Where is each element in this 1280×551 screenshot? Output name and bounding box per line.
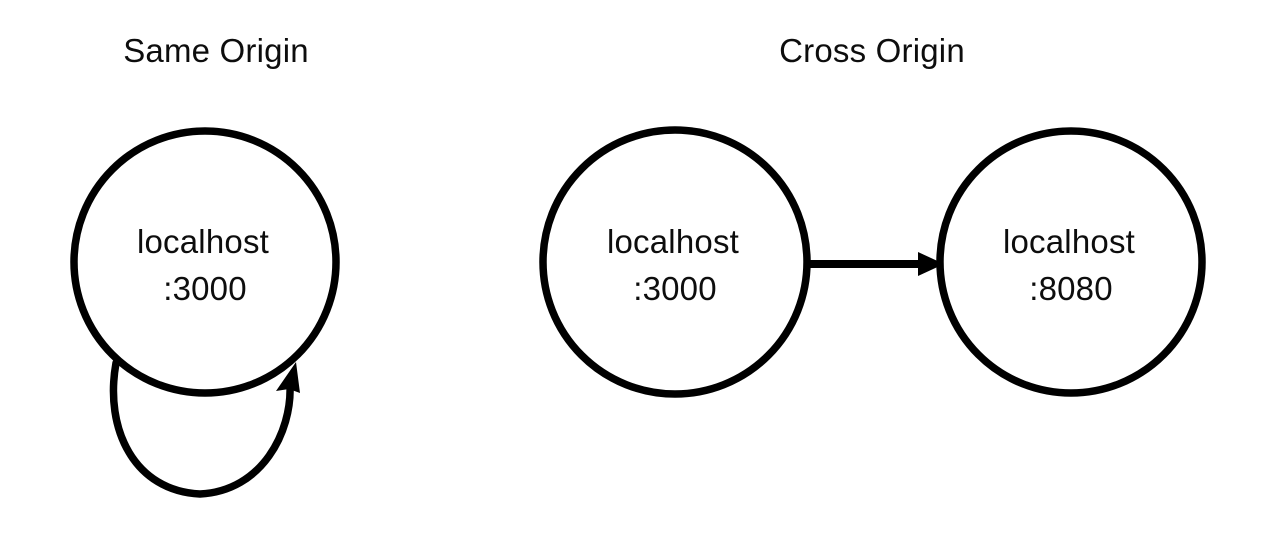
node-label-line2: :8080 xyxy=(1029,270,1113,307)
node-localhost-3000-same[interactable]: localhost :3000 xyxy=(70,127,340,397)
panel-title-cross-origin: Cross Origin xyxy=(779,32,965,69)
panel-title-same-origin: Same Origin xyxy=(123,32,309,69)
edge-3000-to-8080 xyxy=(808,252,944,276)
node-circle[interactable] xyxy=(936,127,1206,397)
node-localhost-3000-cross[interactable]: localhost :3000 xyxy=(539,126,811,398)
node-label-line2: :3000 xyxy=(163,270,247,307)
self-loop-arrowhead-icon xyxy=(276,362,300,393)
panel-same-origin: Same Origin localhost :3000 xyxy=(70,32,340,498)
panel-cross-origin: Cross Origin localhost :3000 localhost :… xyxy=(539,32,1206,398)
node-circle[interactable] xyxy=(70,127,340,397)
node-circle[interactable] xyxy=(539,126,811,398)
node-label-line1: localhost xyxy=(137,223,269,260)
node-label-line2: :3000 xyxy=(633,270,717,307)
self-loop-path xyxy=(109,359,294,498)
edge-arrowhead-icon xyxy=(918,252,944,276)
node-localhost-8080[interactable]: localhost :8080 xyxy=(936,127,1206,397)
node-label-line1: localhost xyxy=(607,223,739,260)
self-loop-edge-3000 xyxy=(109,359,300,498)
node-label-line1: localhost xyxy=(1003,223,1135,260)
